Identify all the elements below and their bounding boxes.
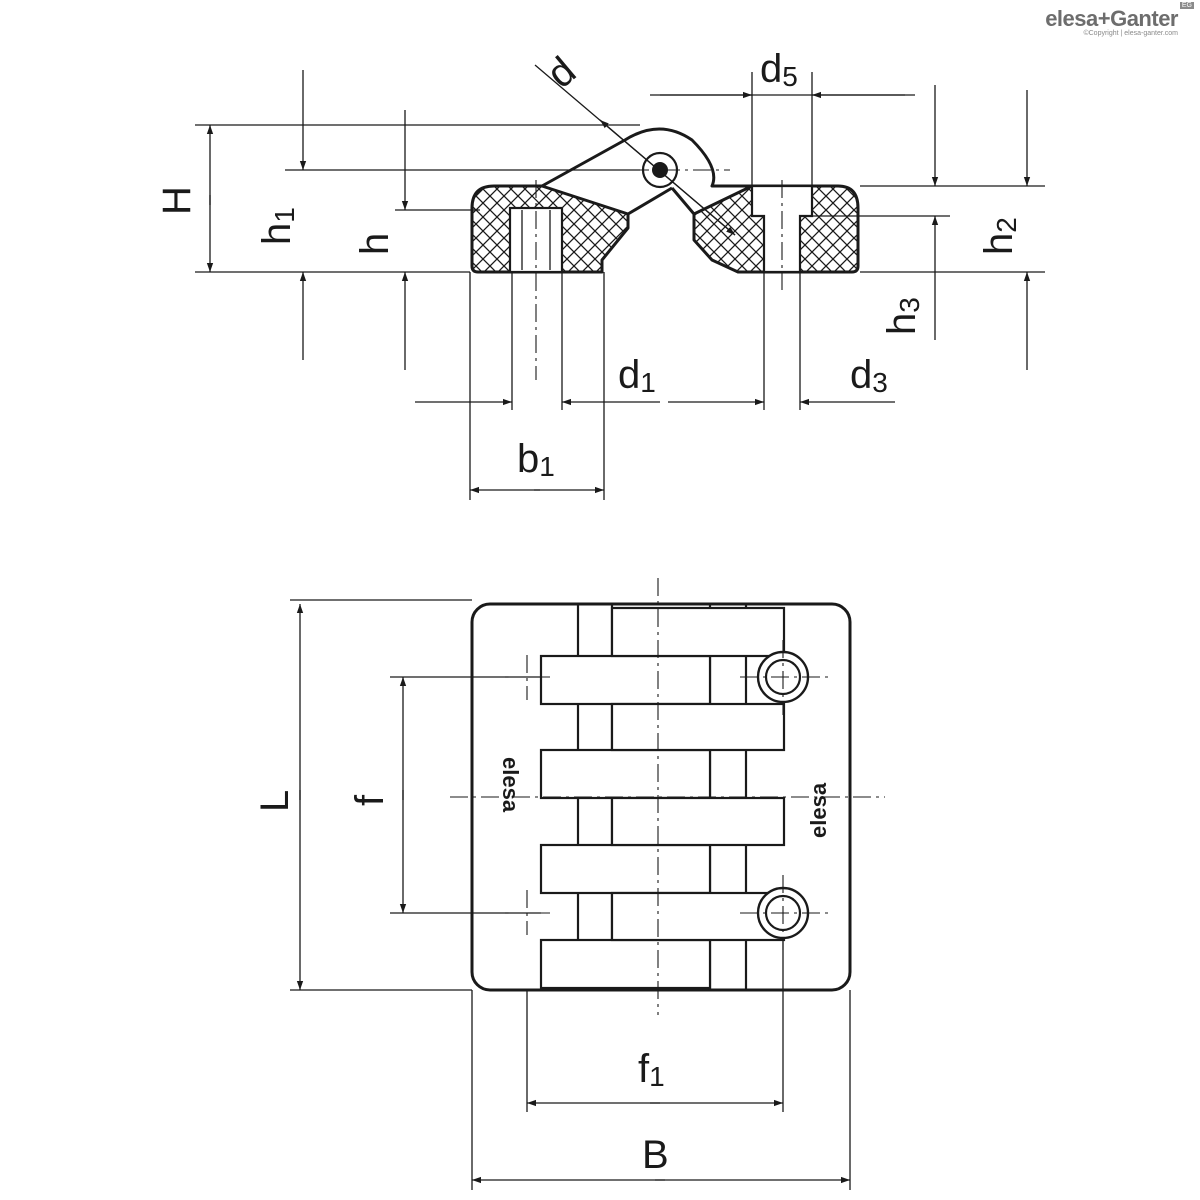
hinge-knuckle [541,127,752,188]
dim-label-h2: h2 [977,217,1022,255]
right-knuckle-4 [610,891,786,942]
section-view: d d5 H h1 h h2 h3 [155,47,1045,500]
hinge-outline [470,602,852,992]
right-knuckle-2 [610,702,786,752]
leaf-logo-right: elesa [806,782,831,838]
dim-label-f: f [348,794,392,806]
right-knuckle-1 [610,606,786,658]
dim-label-L: L [253,790,297,812]
dim-label-d5: d5 [760,47,798,92]
plan-view: elesa elesa L f f1 B [253,578,885,1190]
left-knuckle-1 [539,654,712,706]
dim-label-B: B [642,1133,669,1177]
brand-copyright: ©Copyright | elesa-ganter.com [1083,30,1178,37]
brand-badge: EG [1179,2,1194,9]
brand-logo: elesa+Ganter ©Copyright | elesa-ganter.c… [1045,2,1194,37]
brand-name: elesa+Ganter [1045,6,1178,31]
right-knuckle-3 [610,796,786,847]
dim-label-d1: d1 [618,353,656,398]
left-knuckle-2 [539,748,712,800]
dim-label-f1: f1 [638,1047,665,1092]
dim-label-d: d [539,49,584,97]
dim-label-h1: h1 [255,207,300,245]
dim-label-b1: b1 [517,437,555,482]
left-knuckle-4 [539,938,712,990]
dim-label-h: h [353,233,397,255]
dim-label-H: H [155,186,199,215]
leaf-logo-left: elesa [498,757,523,813]
dim-label-h3: h3 [880,297,925,335]
left-knuckle-3 [539,843,712,895]
dim-label-d3: d3 [850,353,888,398]
